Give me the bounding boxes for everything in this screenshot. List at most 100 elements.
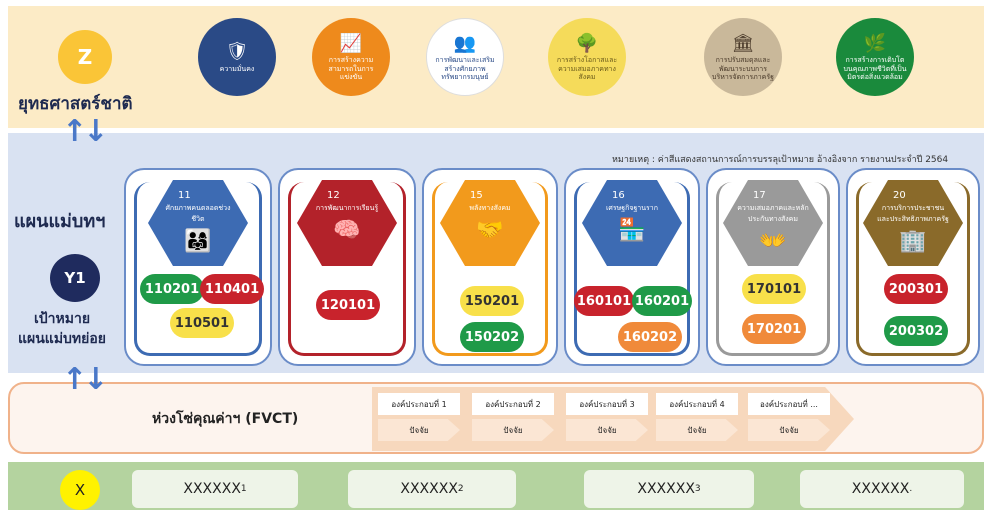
target-pill: 120101 <box>316 290 380 320</box>
plan-card-15: 15 พลังทางสังคม 🤝 150201 150202 <box>422 168 558 366</box>
plan-hexagon: 17 ความเสมอภาคและหลักประกันทางสังคม 👐 <box>723 180 823 266</box>
fvct-component-3: องค์ประกอบที่ 3 ปัจจัย <box>566 393 648 441</box>
strategy-6: 🌿 การสร้างการเติบโตบนคุณภาพชีวิตที่เป็นม… <box>836 18 914 96</box>
strategy-2: 📈 การสร้างความสามารถในการแข่งขัน <box>312 18 390 96</box>
target-pill: 170201 <box>742 314 806 344</box>
project-text: XXXXXX <box>851 481 910 497</box>
handshake-icon: 🤝 <box>476 218 504 243</box>
master-plan-label: แผนแม่บทฯ <box>14 211 106 232</box>
people-icon: 👥 <box>453 32 477 54</box>
plan-title: เศรษฐกิจฐานราก <box>606 204 658 212</box>
plan-number: 20 <box>893 190 906 201</box>
component-title: องค์ประกอบที่ 4 <box>656 393 738 415</box>
shield-flag-icon: 🛡 <box>225 41 249 62</box>
plan-hexagon: 20 การบริการประชาชนและประสิทธิภาพภาครัฐ … <box>863 180 963 266</box>
up-down-arrows-icon: ↑↓ <box>62 362 108 397</box>
market-stall-icon: 🏪 <box>618 218 646 243</box>
target-pill: 160202 <box>618 322 682 352</box>
component-title: องค์ประกอบที่ ... <box>748 393 830 415</box>
target-pill: 110501 <box>170 308 234 338</box>
plan-card-11: 11 ศักยภาพคนตลอดช่วงชีวิต 👨‍👩‍👧 110201 1… <box>124 168 272 366</box>
plan-number: 11 <box>178 190 191 201</box>
target-pill: 150202 <box>460 322 524 352</box>
strategy-5-title: การปรับสมดุลและพัฒนาระบบการบริหารจัดการภ… <box>712 56 774 81</box>
plan-hexagon: 16 เศรษฐกิจฐานราก 🏪 <box>582 180 682 266</box>
plan-card-frame <box>716 182 830 356</box>
component-factor: ปัจจัย <box>566 419 648 441</box>
fvct-component-5: องค์ประกอบที่ ... ปัจจัย <box>748 393 830 441</box>
y1-label: Y1 <box>64 269 86 287</box>
plan-number: 17 <box>753 190 766 201</box>
strategy-5: 🏛 การปรับสมดุลและพัฒนาระบบการบริหารจัดกา… <box>704 18 782 96</box>
strategy-1-title: ความมั่นคง <box>219 64 255 73</box>
plan-title: การบริการประชาชนและประสิทธิภาพภาครัฐ <box>877 204 949 223</box>
plan-card-20: 20 การบริการประชาชนและประสิทธิภาพภาครัฐ … <box>846 168 980 366</box>
plan-card-frame <box>288 182 406 356</box>
plan-card-17: 17 ความเสมอภาคและหลักประกันทางสังคม 👐 17… <box>706 168 840 366</box>
strategy-3: 👥 การพัฒนาและเสริมสร้างศักยภาพทรัพยากรมน… <box>426 18 504 96</box>
plan-number: 16 <box>612 190 625 201</box>
x-label: X <box>74 481 86 499</box>
project-subscript: 2 <box>457 484 464 494</box>
plan-card-frame <box>856 182 970 356</box>
component-title: องค์ประกอบที่ 2 <box>472 393 554 415</box>
strategy-6-title: การสร้างการเติบโตบนคุณภาพชีวิตที่เป็นมิต… <box>843 56 907 81</box>
fvct-component-2: องค์ประกอบที่ 2 ปัจจัย <box>472 393 554 441</box>
target-pill: 200301 <box>884 274 948 304</box>
fvct-label: ห่วงโซ่คุณค่าฯ (FVCT) <box>152 411 299 427</box>
fvct-component-1: องค์ประกอบที่ 1 ปัจจัย <box>378 393 460 441</box>
z-label: Z <box>77 45 93 69</box>
target-pill: 150201 <box>460 286 524 316</box>
project-text: XXXXXX <box>183 481 241 497</box>
strategy-2-title: การสร้างความสามารถในการแข่งขัน <box>328 56 374 81</box>
target-pill: 200302 <box>884 316 948 346</box>
target-pill: 160201 <box>632 286 692 316</box>
target-pill: 170101 <box>742 274 806 304</box>
growth-chart-icon: 📈 <box>339 32 363 54</box>
target-pill: 160101 <box>574 286 634 316</box>
government-icon: 🏛 <box>731 32 755 54</box>
z-circle: Z <box>58 30 112 84</box>
target-pill: 110401 <box>200 274 264 304</box>
x-circle: X <box>60 470 100 510</box>
fvct-component-4: องค์ประกอบที่ 4 ปัจจัย <box>656 393 738 441</box>
strategy-3-title: การพัฒนาและเสริมสร้างศักยภาพทรัพยากรมนุษ… <box>435 56 495 81</box>
project-subscript: 1 <box>240 484 247 494</box>
plan-card-12: 12 การพัฒนาการเรียนรู้ 🧠 120101 <box>278 168 416 366</box>
strategy-1: 🛡 ความมั่นคง <box>198 18 276 96</box>
plan-title: ศักยภาพคนตลอดช่วงชีวิต <box>165 204 231 223</box>
strategy-4-title: การสร้างโอกาสและความเสมอภาคทางสังคม <box>556 56 618 81</box>
national-strategy-label: ยุทธศาสตร์ชาติ <box>18 94 133 114</box>
target-pill: 110201 <box>140 274 204 304</box>
hands-care-icon: 👐 <box>759 229 787 254</box>
people-group-icon: 👨‍👩‍👧 <box>184 229 212 254</box>
status-note: หมายเหตุ : ค่าสีแสดงสถานการณ์การบรรลุเป้… <box>612 155 949 165</box>
plan-title: พลังทางสังคม <box>469 204 511 212</box>
service-desk-icon: 🏢 <box>899 229 927 254</box>
component-factor: ปัจจัย <box>378 419 460 441</box>
project-subscript: . <box>909 484 913 494</box>
plan-title: การพัฒนาการเรียนรู้ <box>315 204 379 212</box>
component-factor: ปัจจัย <box>472 419 554 441</box>
target-label: เป้าหมาย <box>34 311 91 327</box>
plan-title: ความเสมอภาคและหลักประกันทางสังคม <box>737 204 809 223</box>
component-factor: ปัจจัย <box>748 419 830 441</box>
project-box-4: XXXXXX. <box>800 470 964 508</box>
component-factor: ปัจจัย <box>656 419 738 441</box>
plan-card-frame <box>574 182 690 356</box>
plan-number: 15 <box>470 190 483 201</box>
project-text: XXXXXX <box>637 481 695 497</box>
project-text: XXXXXX <box>400 481 458 497</box>
y1-circle: Y1 <box>50 254 100 302</box>
plan-hexagon: 11 ศักยภาพคนตลอดช่วงชีวิต 👨‍👩‍👧 <box>148 180 248 266</box>
strategy-4: 🌳 การสร้างโอกาสและความเสมอภาคทางสังคม <box>548 18 626 96</box>
brain-head-icon: 🧠 <box>333 218 361 243</box>
project-subscript: 3 <box>694 484 701 494</box>
component-title: องค์ประกอบที่ 3 <box>566 393 648 415</box>
subplan-label: แผนแม่บทย่อย <box>18 331 106 347</box>
plan-number: 12 <box>327 190 340 201</box>
plan-card-frame <box>432 182 548 356</box>
